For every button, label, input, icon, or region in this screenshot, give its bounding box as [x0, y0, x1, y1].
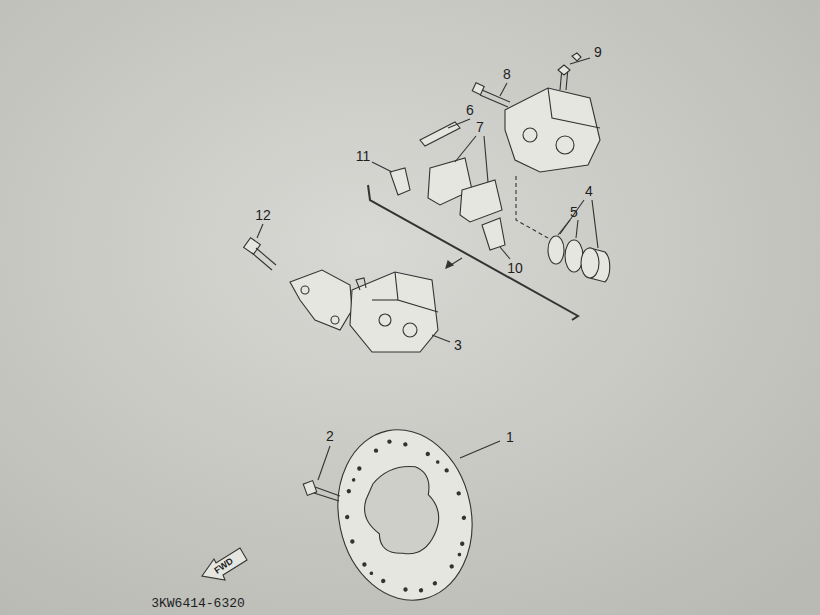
- brake-pads: [428, 158, 502, 222]
- leader-line: [500, 83, 507, 96]
- forward-arrow: [202, 548, 247, 580]
- arrowhead: [446, 261, 453, 268]
- callout-number: 12: [255, 208, 271, 222]
- bracket-bolt: [244, 238, 276, 270]
- caliper-bolt: [472, 83, 510, 107]
- leader-line: [500, 247, 510, 259]
- piston-seals: [548, 236, 610, 282]
- part-code: 3KW6414-6320: [151, 597, 245, 610]
- leader-line: [257, 224, 263, 238]
- leader-line: [558, 220, 570, 235]
- callout-number: 10: [507, 261, 523, 275]
- pad-spring: [390, 168, 410, 195]
- bleeder-screw: [558, 53, 581, 75]
- leader-line: [448, 119, 470, 128]
- leader-line: [576, 220, 578, 238]
- callout-number: 6: [466, 103, 474, 117]
- leader-line: [560, 200, 584, 234]
- callout-number: 8: [503, 67, 511, 81]
- leader-line: [455, 136, 476, 162]
- brake-disc: [323, 417, 488, 613]
- leader-line: [372, 162, 392, 172]
- leader-line: [318, 446, 330, 480]
- caliper-body: [505, 68, 600, 172]
- caliper-assembly: [290, 270, 438, 352]
- leader-line: [592, 200, 598, 248]
- disc-bolt: [303, 481, 340, 501]
- leader-line: [432, 335, 450, 342]
- callout-number: 4: [585, 184, 593, 198]
- leader-line: [484, 136, 488, 182]
- pad-shim: [482, 218, 505, 250]
- callout-number: 2: [326, 429, 334, 443]
- callout-number: 5: [570, 205, 578, 219]
- callout-number: 9: [594, 45, 602, 59]
- guide-line: [516, 176, 548, 238]
- leader-line: [570, 58, 590, 64]
- callout-number: 3: [454, 338, 462, 352]
- leader-line: [460, 441, 500, 458]
- group-bracket: [368, 185, 578, 320]
- group-pointer: [446, 258, 462, 268]
- callout-number: 7: [476, 120, 484, 134]
- callout-number: 11: [356, 149, 371, 163]
- callout-number: 1: [506, 430, 514, 444]
